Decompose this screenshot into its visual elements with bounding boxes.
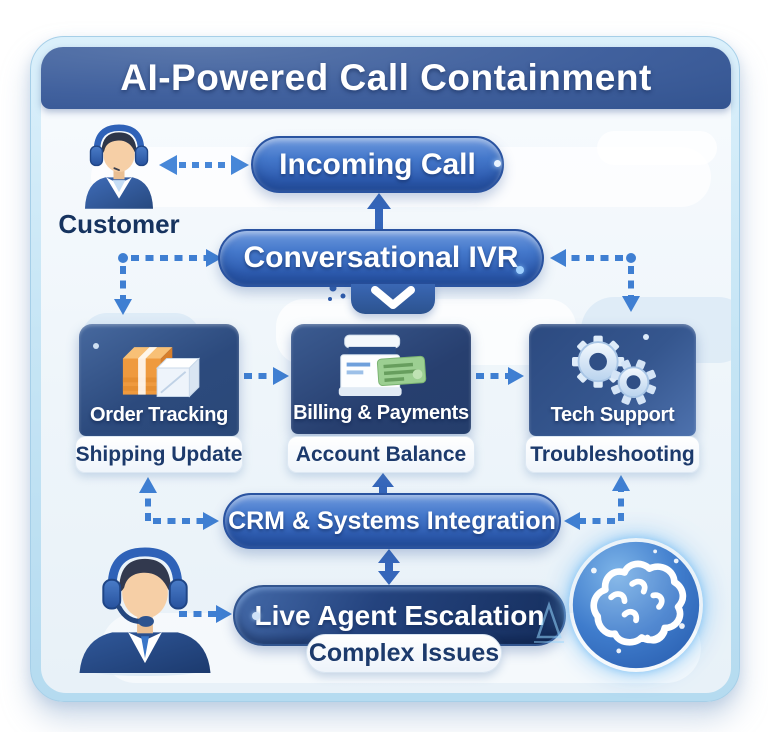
- card-billing-payments: Billing & Payments: [291, 324, 471, 434]
- cash-register-icon: [291, 330, 471, 404]
- node-incoming-call: Incoming Call: [251, 136, 504, 193]
- packages-icon: [79, 330, 239, 406]
- decor-neon-lines: [534, 601, 564, 643]
- node-crm-integration: CRM & Systems Integration: [223, 493, 561, 549]
- customer-label: Customer: [58, 209, 180, 239]
- header-bar: AI-Powered Call Containment: [41, 47, 731, 109]
- ai-brain-icon: [569, 538, 703, 672]
- customer-avatar: [73, 121, 165, 209]
- service-label: Order Tracking: [89, 404, 229, 426]
- complex-issues-badge: Complex Issues: [306, 634, 502, 673]
- service-label: Tech Support: [550, 404, 675, 426]
- strip-troubleshooting: Troubleshooting: [525, 436, 700, 473]
- chevron-down-icon: [371, 286, 415, 309]
- ivr-tail-chevron: [351, 284, 435, 314]
- background-blob: [597, 131, 717, 165]
- service-label: Billing & Payments: [293, 402, 469, 424]
- page-title: AI-Powered Call Containment: [120, 57, 652, 98]
- gears-icon: [529, 330, 696, 412]
- diagram-card: AI-Powered Call Containment: [30, 36, 740, 702]
- card-tech-support: Tech Support: [529, 324, 696, 436]
- strip-shipping-update: Shipping Update: [75, 436, 243, 473]
- live-agent-headset-icon: [79, 547, 211, 676]
- live-agent-avatar: [69, 542, 221, 676]
- brain-illustration: [572, 541, 700, 669]
- strip-account-balance: Account Balance: [287, 436, 475, 473]
- node-conversational-ivr: Conversational IVR: [218, 229, 544, 287]
- card-order-tracking: Order Tracking: [79, 324, 239, 436]
- customer-headset-icon: [84, 124, 154, 209]
